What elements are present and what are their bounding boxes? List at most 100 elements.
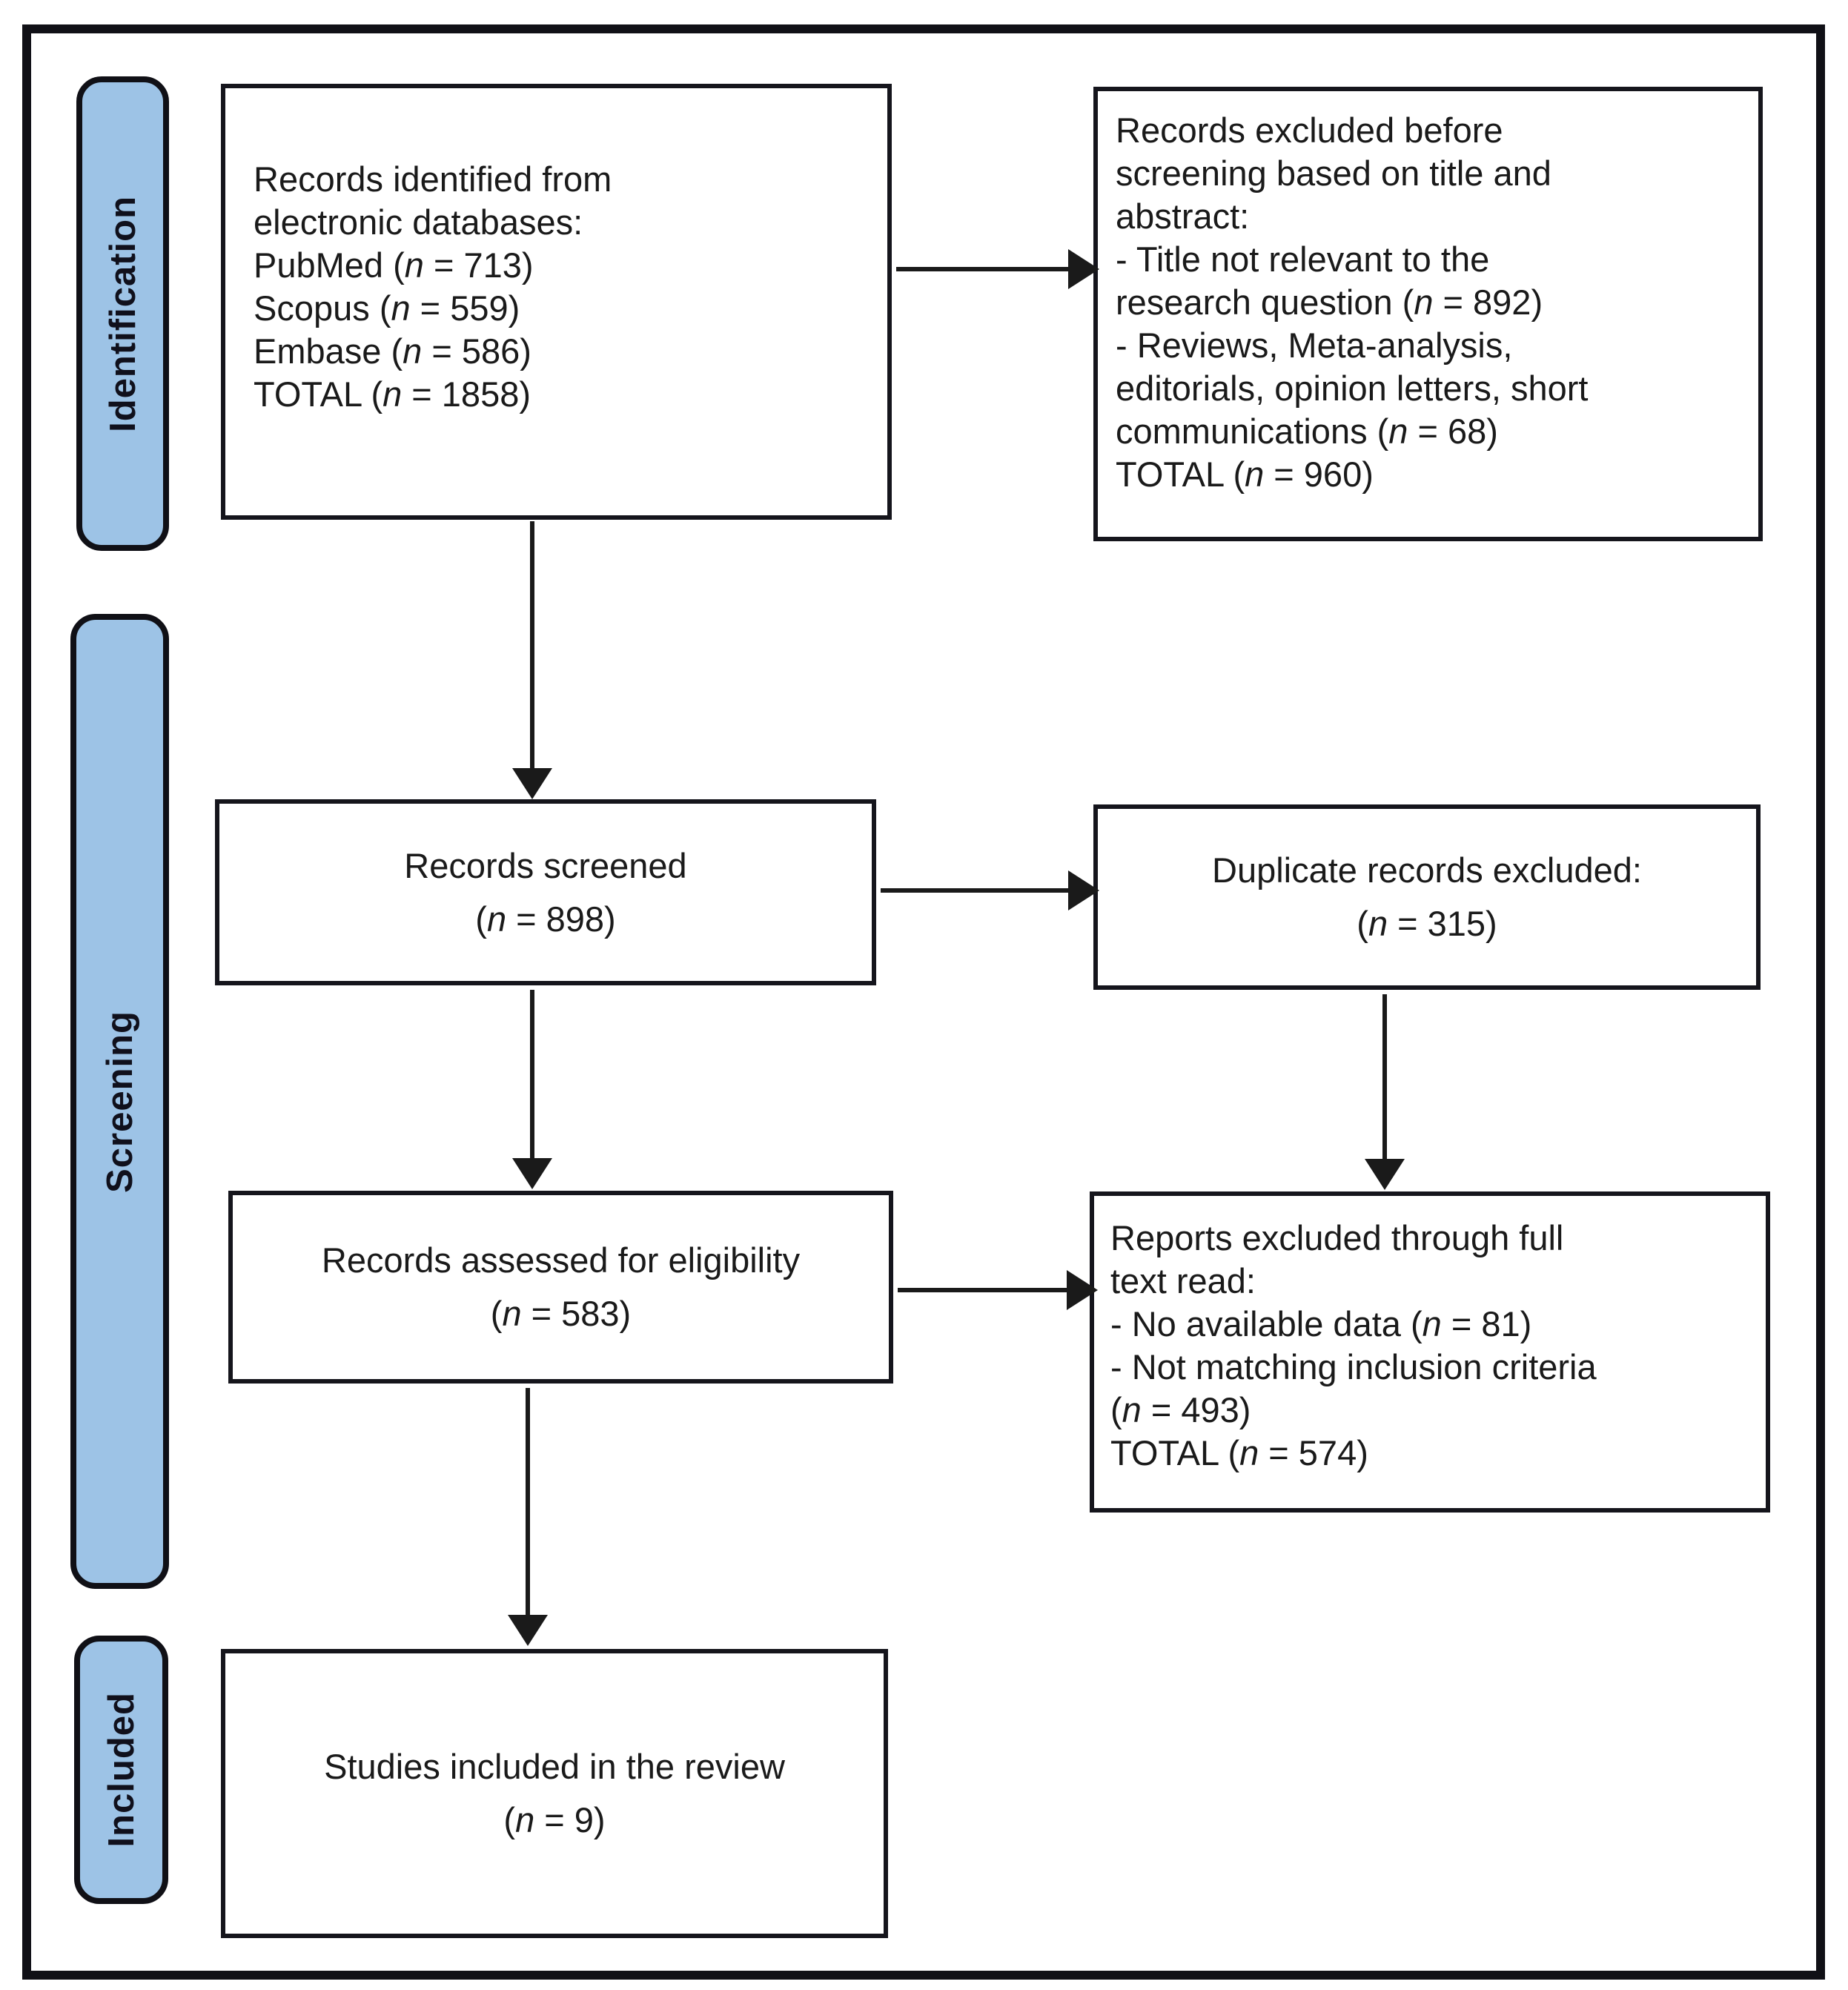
arrow-duplicates-to-fulltext-head — [1365, 1159, 1405, 1190]
box-excluded-before-screening: Records excluded before screening based … — [1093, 87, 1763, 541]
stage-label-included: Included — [101, 1692, 142, 1848]
text-run: Studies included in the review — [324, 1747, 785, 1786]
text-run: research question ( — [1116, 282, 1414, 322]
text-line: screening based on title and — [1116, 152, 1551, 195]
text-run: Reports excluded through full — [1110, 1218, 1564, 1257]
arrow-duplicates-to-fulltext-shaft — [1382, 994, 1387, 1160]
arrow-assessed-to-included-shaft — [526, 1388, 530, 1616]
text-line: Records identified from — [254, 158, 612, 201]
text-run: TOTAL ( — [1110, 1433, 1240, 1472]
text-run: = 960) — [1264, 454, 1374, 494]
text-line: Records excluded before — [1116, 109, 1503, 152]
text-run: = 583) — [521, 1294, 632, 1333]
text-run: Scopus ( — [254, 288, 391, 328]
text-line: (n = 315) — [1357, 897, 1497, 951]
text-line: Records screened — [404, 839, 686, 893]
italic-n: n — [1414, 282, 1434, 322]
text-run: ( — [1357, 904, 1368, 943]
text-run: = 493) — [1141, 1390, 1251, 1429]
arrow-assessed-to-fulltext-head — [1067, 1270, 1098, 1310]
text-line-scopus: Scopus (n = 559) — [254, 287, 520, 330]
text-run: = 1858) — [402, 374, 531, 414]
text-run: Embase ( — [254, 331, 403, 371]
italic-n: n — [1239, 1433, 1259, 1472]
text-run: = 574) — [1259, 1433, 1368, 1472]
text-line: communications (n = 68) — [1116, 410, 1498, 453]
text-line-total: TOTAL (n = 574) — [1110, 1432, 1368, 1475]
text-run: editorials, opinion letters, short — [1116, 368, 1589, 408]
text-run: - No available data ( — [1110, 1304, 1423, 1343]
stage-tab-included: Included — [74, 1636, 168, 1904]
text-line: editorials, opinion letters, short — [1116, 367, 1588, 410]
text-line: (n = 583) — [491, 1287, 631, 1341]
text-line: (n = 898) — [475, 893, 615, 946]
text-run: electronic databases: — [254, 202, 583, 242]
text-run: TOTAL ( — [1116, 454, 1245, 494]
text-run: ( — [490, 1294, 503, 1333]
text-line: Reports excluded through full — [1110, 1217, 1563, 1260]
box-excluded-full-text: Reports excluded through full text read:… — [1090, 1191, 1770, 1513]
box-records-identified: Records identified from electronic datab… — [221, 84, 892, 520]
text-run: ( — [503, 1800, 516, 1839]
text-line-total: TOTAL (n = 1858) — [254, 373, 531, 416]
text-run: = 68) — [1408, 411, 1498, 451]
italic-n: n — [515, 1800, 535, 1839]
text-run: = 9) — [534, 1800, 606, 1839]
italic-n: n — [403, 331, 423, 371]
italic-n: n — [502, 1294, 522, 1333]
italic-n: n — [1122, 1390, 1142, 1429]
stage-label-screening: Screening — [99, 1010, 140, 1193]
text-line: Studies included in the review — [324, 1740, 785, 1794]
text-run: = 559) — [410, 288, 520, 328]
arrow-screened-to-duplicates-head — [1068, 870, 1099, 910]
text-run: - Not matching inclusion criteria — [1110, 1347, 1597, 1386]
text-run: Records assessed for eligibility — [321, 1240, 801, 1280]
arrow-screened-to-assessed-shaft — [530, 990, 534, 1160]
box-studies-included: Studies included in the review (n = 9) — [221, 1649, 888, 1938]
text-line-pubmed: PubMed (n = 713) — [254, 244, 534, 287]
text-line: - Reviews, Meta-analysis, — [1116, 324, 1512, 367]
arrow-screened-to-duplicates-shaft — [881, 888, 1070, 893]
text-line: - Not matching inclusion criteria — [1110, 1346, 1597, 1389]
text-run: PubMed ( — [254, 245, 405, 285]
text-run: communications ( — [1116, 411, 1389, 451]
text-run: ( — [1110, 1390, 1122, 1429]
text-run: Records identified from — [254, 159, 612, 199]
italic-n: n — [391, 288, 411, 328]
text-line-total: TOTAL (n = 960) — [1116, 453, 1374, 496]
italic-n: n — [486, 899, 507, 939]
stage-tab-identification: Identification — [76, 76, 169, 551]
text-line: (n = 9) — [503, 1794, 605, 1847]
text-run: Records excluded before — [1116, 110, 1503, 150]
text-run: - Title not relevant to the — [1116, 239, 1490, 279]
text-line: - Title not relevant to the — [1116, 238, 1489, 281]
text-run: text read: — [1110, 1261, 1256, 1300]
box-duplicates-excluded: Duplicate records excluded: (n = 315) — [1093, 804, 1761, 990]
text-run: TOTAL ( — [254, 374, 383, 414]
text-line: Records assessed for eligibility — [322, 1234, 800, 1287]
arrow-identified-to-screened-shaft — [530, 521, 534, 770]
text-run: = 713) — [423, 245, 534, 285]
text-run: = 892) — [1433, 282, 1543, 322]
arrow-identified-to-screened-head — [512, 768, 552, 799]
arrow-identified-to-excluded-shaft — [896, 267, 1071, 271]
text-line: text read: — [1110, 1260, 1256, 1303]
text-run: = 586) — [422, 331, 531, 371]
arrow-assessed-to-included-head — [508, 1615, 548, 1646]
text-run: Records screened — [404, 845, 687, 885]
text-line: - No available data (n = 81) — [1110, 1303, 1531, 1346]
text-run: ( — [475, 899, 487, 939]
arrow-screened-to-assessed-head — [512, 1158, 552, 1189]
text-line: Duplicate records excluded: — [1212, 844, 1642, 897]
italic-n: n — [1245, 454, 1265, 494]
italic-n: n — [1422, 1304, 1442, 1343]
text-run: = 898) — [506, 899, 616, 939]
italic-n: n — [1388, 411, 1408, 451]
arrow-assessed-to-fulltext-shaft — [898, 1288, 1068, 1292]
text-line-embase: Embase (n = 586) — [254, 330, 531, 373]
italic-n: n — [1368, 904, 1388, 943]
text-run: = 81) — [1441, 1304, 1532, 1343]
arrow-identified-to-excluded-head — [1068, 249, 1099, 289]
text-line: (n = 493) — [1110, 1389, 1251, 1432]
